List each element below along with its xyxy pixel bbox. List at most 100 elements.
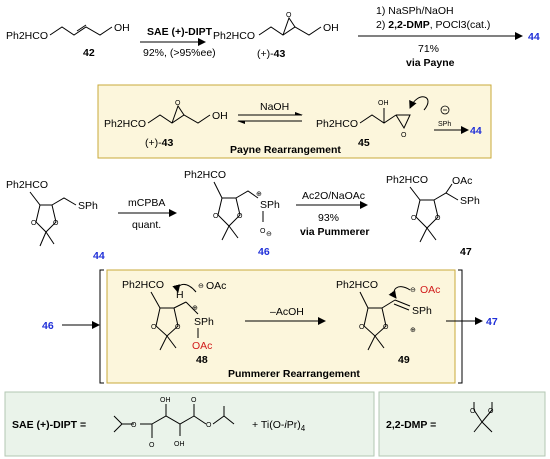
minus-charge-icon: ⊖ [410, 287, 416, 294]
methyl-bond-1 [367, 335, 376, 351]
compound-42: Ph2HCO OH 42 [6, 22, 130, 59]
payne-compound-43: Ph2HCO O OH (+)-43 [104, 100, 228, 149]
minus-charge-icon [440, 105, 450, 115]
hydroxyl-label: OH [212, 110, 228, 122]
sph-label: SPh [78, 200, 98, 212]
hydroxyl-label: OH [323, 22, 339, 34]
ph2hco-group: Ph2HCO [122, 279, 164, 291]
sph-label: SPh [460, 195, 480, 207]
reaction-arrow-sae: SAE (+)-DIPT 92%, (>95%ee) [140, 26, 216, 59]
carbonyl-oxygen-2: O [191, 397, 197, 404]
compound-45: Ph2HCO OH O SPh 45 [316, 96, 451, 149]
epoxide-oxygen: O [175, 100, 181, 107]
ph2hco-group: Ph2HCO [213, 30, 255, 42]
hydroxyl-label: OH [114, 22, 130, 34]
compound-ref-47: 47 [486, 316, 498, 328]
ring-oxygen-2: O [435, 215, 441, 222]
compound-label-46: 46 [258, 246, 270, 258]
sae-legend-box [4, 391, 375, 457]
via-pummerer-text: via Pummerer [300, 226, 369, 238]
o-c-bond-1 [473, 409, 483, 423]
acetate-anion-label: OAc [420, 284, 440, 296]
hydroxyl-label-1: OH [160, 397, 171, 404]
methyl-bond-1 [159, 335, 168, 351]
chain [409, 186, 434, 201]
minus-charge-icon: ⊖ [198, 283, 204, 290]
ring-oxygen-1: O [151, 324, 157, 331]
ph2hco-group: Ph2HCO [6, 179, 48, 191]
ring-oxygen-2: O [383, 324, 389, 331]
ring-oxygen-1: O [213, 213, 219, 220]
methyl-bond-3 [473, 421, 483, 433]
reagent-sae-dipt: SAE (+)-DIPT [147, 26, 213, 38]
methyl-bond-4 [481, 421, 493, 433]
methyl-bond-1 [39, 231, 47, 247]
dioxolane-ring [155, 307, 179, 337]
methoxy-oxygen-1: O [470, 408, 476, 415]
reaction-arrow-payne: 1) NaSPh/NaOH 2) 2,2-DMP, POCl3(cat.) 71… [358, 5, 523, 69]
dioxolane-ring [415, 199, 439, 229]
dioxolane-ring [217, 197, 241, 227]
epoxide-ring [171, 104, 185, 124]
compound-46: Ph2HCO O O ⊕ SPh O ⊖ 46 [184, 169, 280, 258]
ester-bond-2 [193, 415, 207, 425]
hydroxyl-label-2: OH [174, 441, 185, 448]
reagent-acoh: –AcOH [270, 306, 304, 318]
bracket-frame [99, 269, 463, 384]
yield-text: 92%, (>95%ee) [143, 47, 216, 59]
side-chain [235, 190, 259, 199]
ti-reagent: + Ti(O-iPr)4 [252, 419, 306, 433]
ester-oxygen-2: O [206, 422, 212, 429]
oac-label: OAc [192, 340, 212, 352]
compound-label-42: 42 [83, 47, 95, 59]
yield-text: 93% [318, 212, 339, 224]
curly-arrow [388, 286, 411, 299]
dioxolane-ring [363, 307, 387, 337]
ph2hco-group: Ph2HCO [184, 169, 226, 181]
epoxide-chain [258, 26, 322, 36]
ring-oxygen-2: O [175, 324, 181, 331]
ester-oxygen: O [131, 422, 137, 429]
sph-label: SPh [194, 316, 214, 328]
equilibrium-arrows: NaOH [237, 101, 303, 124]
reagent-line-1: 1) NaSPh/NaOH [376, 5, 454, 17]
compound-43: Ph2HCO O OH (+)-43 [213, 12, 339, 60]
carbonyl-oxygen: O [149, 442, 155, 449]
compound-ref-46: 46 [42, 320, 54, 332]
hydrogen-label: H [176, 289, 184, 301]
compound-49: Ph2HCO O O SPh ⊕ ⊖ OAc 49 [336, 279, 440, 366]
side-chain [51, 197, 77, 206]
ring-oxygen-2: O [53, 220, 59, 227]
methyl-bond-2 [426, 227, 437, 241]
reaction-arrow-mcpba: mCPBA quant. [118, 197, 177, 231]
sph-label: SPh [412, 305, 432, 317]
methyl-bond-2 [374, 335, 385, 349]
hydroxyl-label: OH [378, 100, 389, 107]
pummerer-box [106, 269, 456, 384]
ring-oxygen-1: O [31, 220, 37, 227]
dioxolane-ring [35, 204, 57, 233]
acetate-bond [445, 183, 453, 194]
methoxy-oxygen-2: O [488, 408, 494, 415]
cs-double-bond [394, 299, 411, 307]
alkene-double-bond [76, 24, 87, 32]
ph2hco-group: Ph2HCO [386, 174, 428, 186]
dipt-structure: O O OH OH O O [113, 397, 235, 449]
via-payne-text: via Payne [406, 57, 455, 69]
thiophenolate-label: SPh [438, 121, 451, 128]
dmp-legend-box [378, 391, 546, 457]
plus-charge-icon: ⊕ [192, 305, 198, 312]
curly-arrow [172, 284, 197, 293]
methyl-bond-2 [228, 225, 239, 239]
chain [359, 114, 397, 124]
ph2hco-group: Ph2HCO [104, 118, 146, 130]
reaction-arrow-acoh: –AcOH [245, 306, 326, 325]
cs-bond [185, 301, 199, 315]
oac-label: OAc [452, 175, 472, 187]
yield-text: 71% [418, 43, 439, 55]
plus-charge-icon: ⊕ [410, 327, 416, 334]
epoxide-oxygen: O [286, 12, 292, 19]
epoxide-ring [395, 114, 411, 130]
sulfoxide-oxygen: O [260, 228, 266, 235]
acetate-anion-label: OAc [206, 280, 226, 292]
